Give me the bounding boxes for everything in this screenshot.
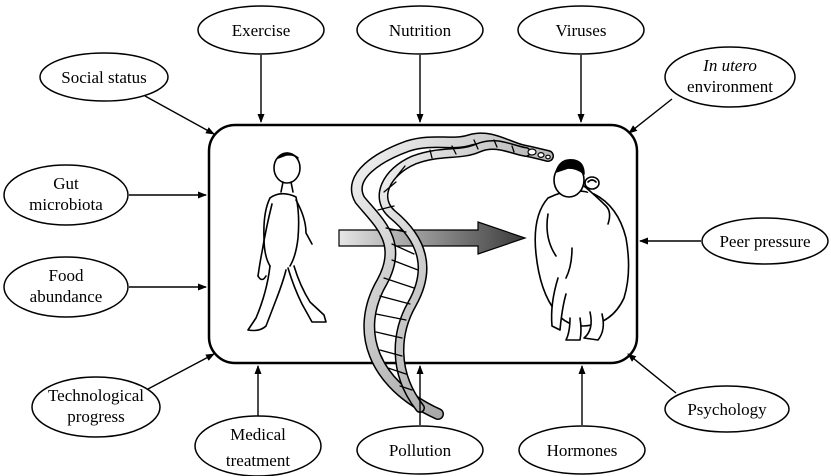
arrow-technological-progress bbox=[148, 354, 214, 389]
factor-label: progress bbox=[67, 407, 125, 426]
factor-label: Technological bbox=[48, 386, 144, 405]
factor-psychology: Psychology bbox=[665, 386, 789, 432]
factor-social-status: Social status bbox=[40, 53, 168, 101]
factor-food-abundance: Food abundance bbox=[4, 257, 128, 317]
factor-label: Pollution bbox=[389, 441, 452, 460]
factor-peer-pressure: Peer pressure bbox=[702, 218, 828, 264]
factor-label: treatment bbox=[226, 451, 290, 470]
factor-label: Psychology bbox=[687, 400, 767, 419]
factor-label: Medical bbox=[230, 425, 286, 444]
factor-label: In utero bbox=[702, 56, 757, 75]
factor-label: Viruses bbox=[556, 21, 607, 40]
factor-label: microbiota bbox=[29, 195, 103, 214]
factor-hormones: Hormones bbox=[519, 426, 645, 474]
factor-label: Gut bbox=[53, 174, 79, 193]
factor-exercise: Exercise bbox=[198, 6, 324, 54]
factor-label: Nutrition bbox=[389, 21, 452, 40]
factor-label: environment bbox=[687, 77, 773, 96]
factor-gut-microbiota: Gut microbiota bbox=[4, 165, 128, 225]
factor-label: Social status bbox=[61, 68, 146, 87]
factor-nutrition: Nutrition bbox=[357, 6, 483, 54]
factor-in-utero-environment: In utero environment bbox=[665, 47, 795, 107]
factor-viruses: Viruses bbox=[518, 6, 644, 54]
factor-label: Peer pressure bbox=[719, 232, 810, 251]
arrow-social-status bbox=[145, 96, 214, 134]
factor-label: Exercise bbox=[232, 21, 291, 40]
factor-label: Food bbox=[49, 266, 84, 285]
factor-medical-treatment: Medical treatment bbox=[195, 416, 321, 476]
factor-label: Hormones bbox=[547, 441, 618, 460]
factor-label: abundance bbox=[30, 287, 103, 306]
factor-pollution: Pollution bbox=[357, 426, 483, 474]
arrow-psychology bbox=[628, 354, 676, 393]
factor-technological-progress: Technological progress bbox=[32, 377, 160, 437]
arrow-in-utero-environment bbox=[629, 99, 672, 133]
